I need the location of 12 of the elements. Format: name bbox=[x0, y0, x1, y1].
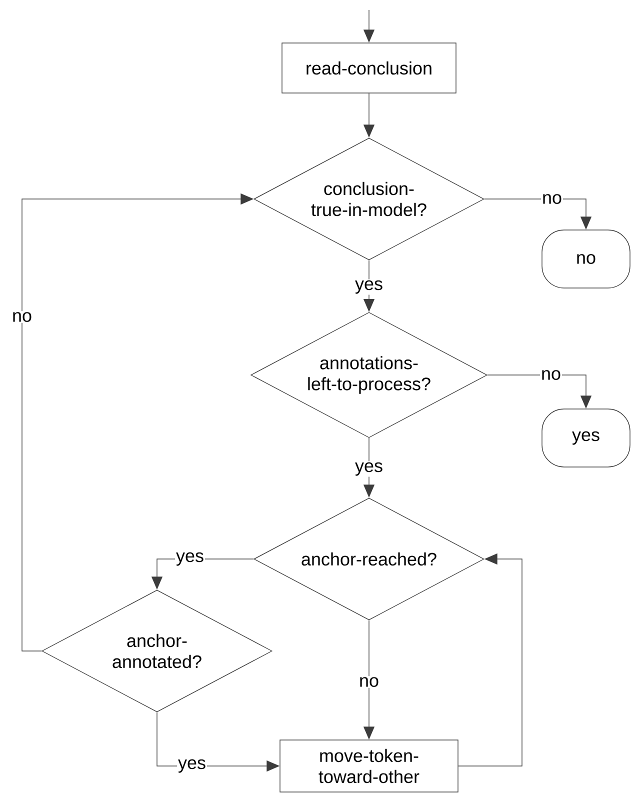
edge-label: no bbox=[358, 676, 380, 688]
terminal-box: no bbox=[542, 230, 630, 288]
process-box: read-conclusion bbox=[282, 42, 456, 94]
process-box: move-token-toward-other bbox=[280, 740, 458, 792]
edge-label: yes bbox=[354, 279, 384, 295]
edge-label: yes bbox=[177, 758, 207, 774]
edge-label: no bbox=[540, 369, 562, 381]
edge-label: yes bbox=[354, 461, 384, 477]
terminal-box: yes bbox=[542, 408, 630, 468]
edge-label: no bbox=[11, 311, 33, 323]
edge-label: yes bbox=[175, 551, 205, 567]
edge-label: no bbox=[541, 193, 563, 205]
